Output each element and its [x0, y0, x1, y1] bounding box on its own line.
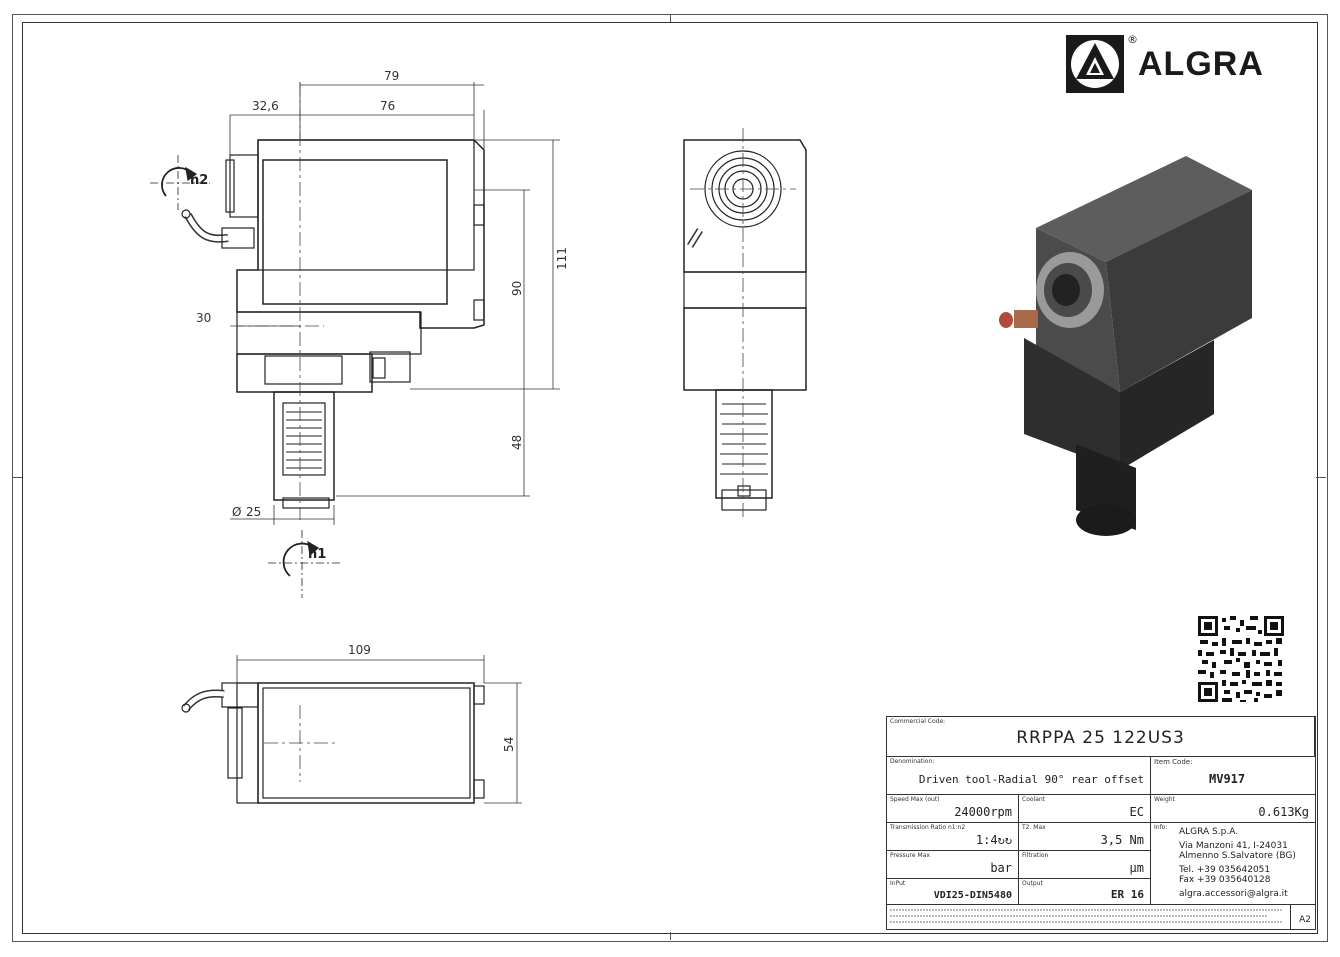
item-code-label: Item Code:: [1154, 758, 1193, 766]
info-address-1: Via Manzoni 41, I-24031: [1179, 841, 1288, 851]
frame-center-mark-bottom: [670, 932, 671, 940]
filtration-cell: Filtration µm: [1019, 851, 1151, 879]
pressure-label: Pressure Max: [890, 852, 930, 859]
commercial-code-cell: Commercial Code: RRPPA 25 122US3: [887, 717, 1315, 757]
speed-value: 24000rpm: [954, 805, 1012, 819]
brand-name: ALGRA: [1138, 45, 1264, 83]
coolant-value: EC: [1129, 805, 1144, 819]
ratio-cell: Transmission Ratio n1:n2 1:4↻↻: [887, 823, 1019, 851]
input-cell: InPut VDI25-DIN5480: [887, 879, 1019, 905]
weight-value: 0.613Kg: [1258, 805, 1309, 819]
info-cell: Info: ALGRA S.p.A. Via Manzoni 41, I-240…: [1151, 823, 1315, 905]
sheet-size-cell: A2: [1291, 905, 1315, 929]
rotation-n1-label: n1: [308, 547, 326, 562]
side-view: [683, 139, 807, 511]
torque-value: 3,5 Nm: [1100, 833, 1144, 847]
ratio-label: Transmission Ratio n1:n2: [890, 824, 966, 831]
qr-code: [1196, 614, 1286, 704]
info-email[interactable]: algra.accessori@algra.it: [1179, 889, 1288, 899]
item-code-value: MV917: [1209, 772, 1246, 786]
dim-diameter-symbol: Ø: [232, 505, 241, 519]
denomination-cell: Denomination: Driven tool-Radial 90° rea…: [887, 757, 1151, 795]
input-label: InPut: [890, 880, 906, 887]
commercial-code-value: RRPPA 25 122US3: [1016, 728, 1185, 748]
info-label: Info:: [1154, 824, 1168, 831]
speed-cell: Speed Max (out) 24000rpm: [887, 795, 1019, 823]
legal-notice-cell: [887, 905, 1291, 929]
filtration-value: µm: [1129, 861, 1144, 875]
legal-notice-fine-print: [890, 909, 1282, 923]
rotation-n2-label: n2: [190, 173, 208, 188]
denomination-value: Driven tool-Radial 90° rear offset: [918, 773, 1144, 786]
denomination-label: Denomination:: [890, 758, 935, 765]
info-address-2: Almenno S.Salvatore (BG): [1179, 851, 1296, 861]
frame-center-mark-right: [1316, 477, 1326, 478]
rotation-n1-symbol: [268, 530, 340, 598]
input-value: VDI25-DIN5480: [933, 890, 1012, 901]
output-value: ER 16: [1110, 888, 1144, 901]
output-label: Output: [1022, 880, 1043, 887]
ratio-value: 1:4↻↻: [975, 833, 1012, 847]
dim-32-6: 32,6: [252, 99, 279, 113]
title-block: Commercial Code: RRPPA 25 122US3 Denomin…: [886, 716, 1316, 930]
top-view: [181, 682, 485, 804]
info-tel: Tel. +39 035642051: [1179, 865, 1271, 875]
dim-76: 76: [380, 99, 395, 113]
dim-48: 48: [510, 435, 524, 450]
coolant-cell: Coolant EC: [1019, 795, 1151, 823]
dim-30: 30: [196, 311, 211, 325]
pressure-cell: Pressure Max bar: [887, 851, 1019, 879]
commercial-code-label: Commercial Code:: [890, 718, 946, 725]
weight-cell: Weight 0.613Kg: [1151, 795, 1315, 823]
dim-25: 25: [246, 505, 261, 519]
dim-109: 109: [348, 643, 371, 657]
triangle-logo-icon: [1066, 35, 1124, 93]
dim-79: 79: [384, 69, 399, 83]
dim-90: 90: [510, 281, 524, 296]
registered-mark: ®: [1127, 33, 1138, 46]
isometric-render: [999, 156, 1252, 536]
info-fax: Fax +39 035640128: [1179, 875, 1271, 885]
coolant-label: Coolant: [1022, 796, 1046, 803]
info-company: ALGRA S.p.A.: [1179, 827, 1239, 837]
sheet-size: A2: [1299, 915, 1311, 925]
filtration-label: Filtration: [1022, 852, 1049, 859]
pressure-value: bar: [990, 861, 1012, 875]
dim-111: 111: [555, 247, 569, 270]
rotation-n2-symbol: [150, 155, 210, 210]
dim-54: 54: [502, 737, 516, 752]
frame-center-mark-left: [12, 477, 22, 478]
algra-logo: ® ALGRA: [1066, 33, 1306, 95]
speed-label: Speed Max (out): [890, 796, 940, 803]
torque-label: T2. Max: [1022, 824, 1046, 831]
front-view: [181, 139, 485, 509]
frame-center-mark-top: [670, 14, 671, 22]
torque-cell: T2. Max 3,5 Nm: [1019, 823, 1151, 851]
output-cell: Output ER 16: [1019, 879, 1151, 905]
item-code-cell: Item Code: MV917: [1151, 757, 1315, 795]
weight-label: Weight: [1154, 796, 1175, 803]
